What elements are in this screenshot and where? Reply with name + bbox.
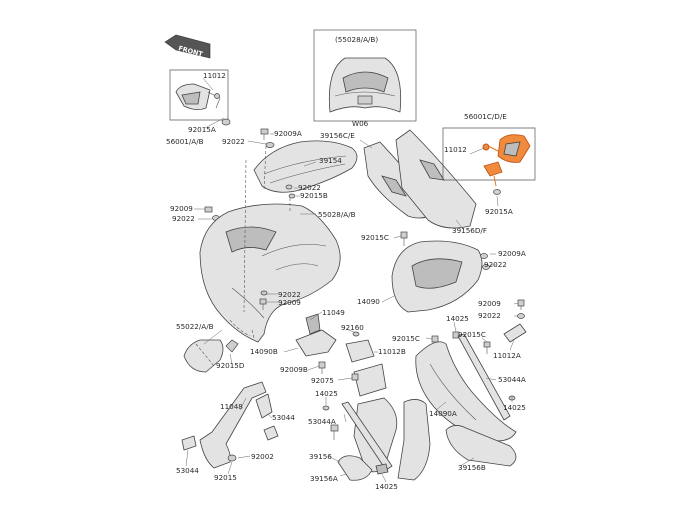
label-14025-a: 14025 (446, 314, 469, 323)
upper-cowl-39154 (253, 140, 358, 193)
label-92009-low: 92009 (278, 298, 301, 307)
label-92015C-mid: 92015C (392, 334, 420, 343)
inset-code: W06 (352, 119, 369, 128)
label-92022-low: 92022 (278, 290, 301, 299)
label-53044-low: 53044 (176, 466, 199, 475)
label-92015A-left: 92015A (188, 125, 216, 134)
main-fairing-55028 (199, 203, 341, 343)
label-39156CE: 39156C/E (320, 131, 355, 140)
label-92160: 92160 (341, 323, 364, 332)
label-92015: 92015 (214, 473, 237, 482)
label-92015A-right: 92015A (485, 207, 513, 216)
inner-tray-14090 (391, 231, 490, 313)
label-92002: 92002 (251, 452, 274, 461)
label-92009-r2: 92009 (478, 299, 501, 308)
lower-stay-11048 (181, 381, 279, 469)
label-53044A-left: 53044A (308, 417, 336, 426)
right-mirror-group (442, 127, 536, 195)
inset-title: (55028/A/B) (335, 35, 378, 44)
label-39156B: 39156B (458, 463, 486, 472)
label-92009-left: 92009 (170, 204, 193, 213)
label-92009B: 92009B (280, 365, 308, 374)
label-11012-right: 11012 (444, 145, 467, 154)
inset-front-view: (55028/A/B) W06 (313, 29, 417, 128)
label-39156DF: 39156D/F (452, 226, 487, 235)
label-92009A-top: 92009A (274, 129, 302, 138)
label-11012-left: 11012 (203, 71, 226, 80)
label-11048: 11048 (220, 402, 243, 411)
label-39156: 39156 (309, 452, 332, 461)
label-56001CDE: 56001C/D/E (464, 112, 507, 121)
label-14025-b: 14025 (315, 389, 338, 398)
label-53044A-right: 53044A (498, 375, 526, 384)
label-14090B: 14090B (250, 347, 278, 356)
label-53044: 53044 (272, 413, 295, 422)
label-92022-left: 92022 (172, 214, 195, 223)
label-14025-c: 14025 (503, 403, 526, 412)
label-92075: 92075 (311, 376, 334, 385)
label-11012A: 11012A (493, 351, 521, 360)
inset-frame (313, 29, 417, 122)
front-arrow-badge: FRONT (164, 34, 211, 59)
left-mirror-group (169, 69, 231, 129)
label-92015D: 92015D (216, 361, 245, 370)
label-56001AB: 56001/A/B (166, 137, 204, 146)
fairing-dashed-leaders (243, 145, 291, 313)
label-92015B: 92015B (300, 191, 328, 200)
screws-lower-left (259, 290, 268, 310)
strip-53044A-right (457, 333, 511, 421)
bracket-14090B (295, 313, 337, 374)
label-92015C-top: 92015C (361, 233, 389, 242)
lower-cowl-group (322, 397, 517, 481)
label-39154: 39154 (319, 156, 342, 165)
label-92022-right: 92022 (484, 260, 507, 269)
label-92015C-b: 92015C (458, 330, 486, 339)
lower-fairing-14090A (415, 331, 517, 442)
label-14090: 14090 (357, 297, 380, 306)
label-39156A: 39156A (310, 474, 338, 483)
leader-lines (185, 133, 519, 483)
part-labels: 11012 92015A 56001/A/B 92009A 92022 3915… (166, 71, 526, 491)
label-92009A-right: 92009A (498, 249, 526, 258)
label-92022-top: 92022 (222, 137, 245, 146)
label-55028AB: 55028/A/B (318, 210, 356, 219)
label-11049: 11049 (322, 308, 345, 317)
label-11012B: 11012B (378, 347, 406, 356)
label-14025-d: 14025 (375, 482, 398, 491)
label-92022-mid: 92022 (298, 183, 321, 192)
label-55022AB: 55022/A/B (176, 322, 214, 331)
duct-11012B (345, 331, 387, 397)
label-92022-r2: 92022 (478, 311, 501, 320)
side-cover-55022 (183, 339, 239, 373)
inner-panel-39156DF (395, 129, 477, 229)
label-14090A: 14090A (429, 409, 457, 418)
